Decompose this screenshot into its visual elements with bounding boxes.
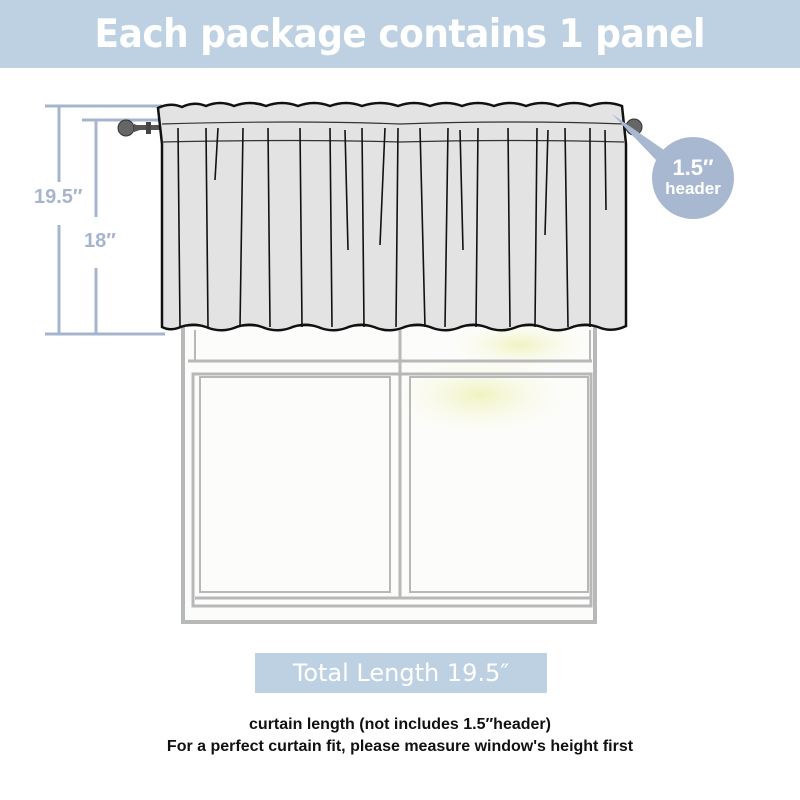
header-badge-value: 1.5″ [672, 155, 714, 180]
curtain-length-label: 18″ [84, 230, 116, 252]
banner-title: Each package contains 1 panel [94, 11, 706, 57]
dimension-lines [45, 104, 165, 336]
caption-line-1: curtain length (not includes 1.5″header) [249, 716, 551, 733]
caption-line-2: For a perfect curtain fit, please measur… [166, 738, 634, 755]
header-badge: 1.5″ header [652, 137, 734, 219]
header-badge-label: header [665, 179, 721, 198]
total-length-label: Total Length 19.5″ [292, 659, 510, 687]
window-frame [181, 320, 597, 624]
banner: Each package contains 1 panel [0, 0, 800, 68]
total-height-label: 19.5″ [34, 186, 83, 208]
header-pointer [612, 114, 664, 160]
valance-curtain [156, 101, 628, 332]
total-length-box: Total Length 19.5″ [255, 653, 547, 693]
